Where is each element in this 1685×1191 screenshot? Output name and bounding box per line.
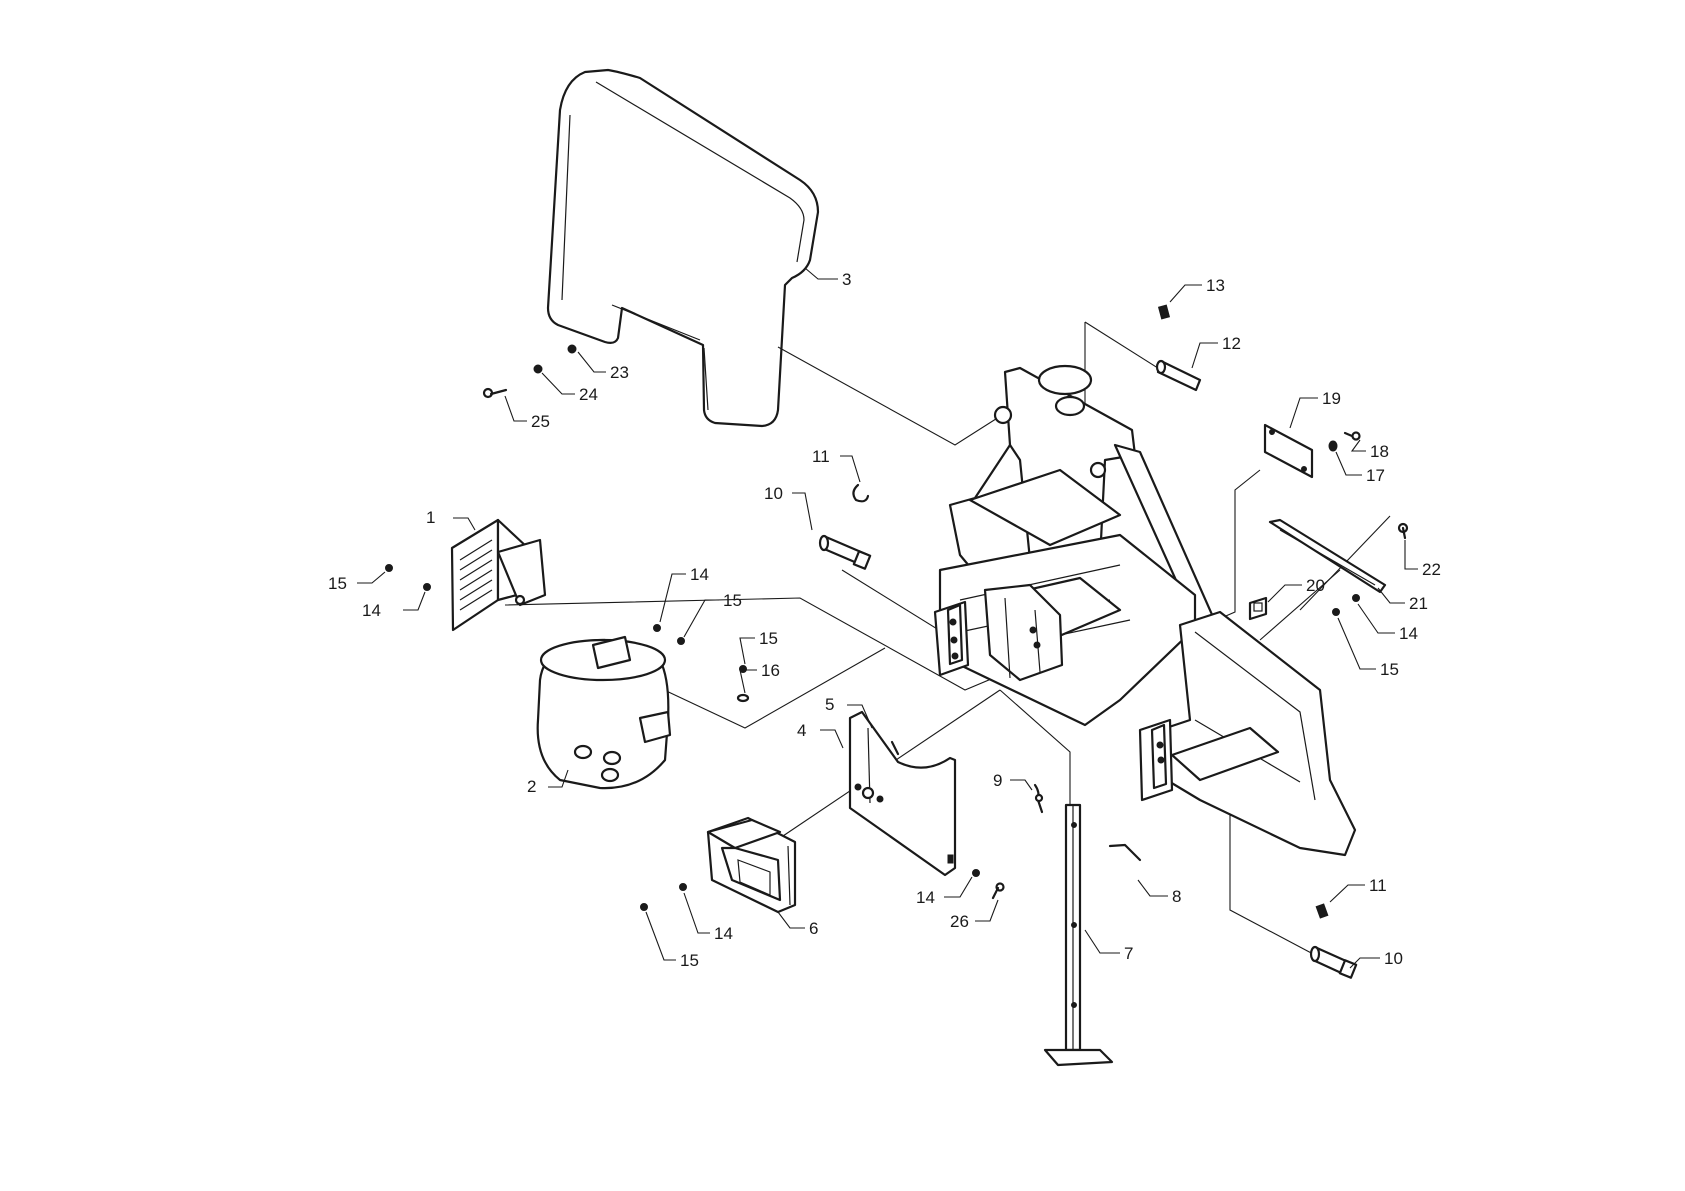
callout-14d: 14: [714, 924, 733, 943]
callout-labels: 1 2 3 4 5 6 7 8 9 10 10 11 11 12 13 14 1…: [328, 270, 1441, 970]
callout-18: 18: [1370, 442, 1389, 461]
wire-mesh-guard: [548, 70, 818, 426]
callout-14b: 14: [690, 565, 709, 584]
rectangular-sleeve: [708, 818, 795, 912]
callout-13: 13: [1206, 276, 1225, 295]
curved-plate: [850, 712, 955, 875]
callout-23: 23: [610, 363, 629, 382]
callout-24: 24: [579, 385, 598, 404]
louvered-bracket: [452, 520, 545, 630]
lynch-pin-upper: [853, 485, 868, 501]
callout-14e: 14: [1399, 624, 1418, 643]
callout-3: 3: [842, 270, 851, 289]
callout-15d: 15: [680, 951, 699, 970]
callout-7: 7: [1124, 944, 1133, 963]
callout-12: 12: [1222, 334, 1241, 353]
callout-26: 26: [950, 912, 969, 931]
callout-8: 8: [1172, 887, 1181, 906]
callout-10b: 10: [1384, 949, 1403, 968]
callout-16: 16: [761, 661, 780, 680]
callout-25: 25: [531, 412, 550, 431]
callout-4: 4: [797, 721, 806, 740]
callout-20: 20: [1306, 576, 1325, 595]
callout-21: 21: [1409, 594, 1428, 613]
callout-5: 5: [825, 695, 834, 714]
callout-14c: 14: [916, 888, 935, 907]
round-housing: [538, 637, 670, 788]
callout-15e: 15: [1380, 660, 1399, 679]
square-block: [1250, 598, 1266, 619]
bent-pin: [1110, 845, 1140, 860]
small-keeper: [1159, 305, 1170, 319]
callout-22: 22: [1422, 560, 1441, 579]
callout-15c: 15: [759, 629, 778, 648]
callout-9: 9: [993, 771, 1002, 790]
callout-2: 2: [527, 777, 536, 796]
callout-leaders: [357, 268, 1418, 968]
callout-1: 1: [426, 508, 435, 527]
callout-14a: 14: [362, 601, 381, 620]
callout-6: 6: [809, 919, 818, 938]
callout-19: 19: [1322, 389, 1341, 408]
callout-11a: 11: [812, 447, 830, 466]
callout-11b: 11: [1369, 876, 1387, 895]
callout-15a: 15: [328, 574, 347, 593]
support-post: [1045, 805, 1112, 1065]
lynch-pin-lower: [1316, 904, 1328, 918]
callout-15b: 15: [723, 591, 742, 610]
callout-10a: 10: [764, 484, 783, 503]
callout-17: 17: [1366, 466, 1385, 485]
